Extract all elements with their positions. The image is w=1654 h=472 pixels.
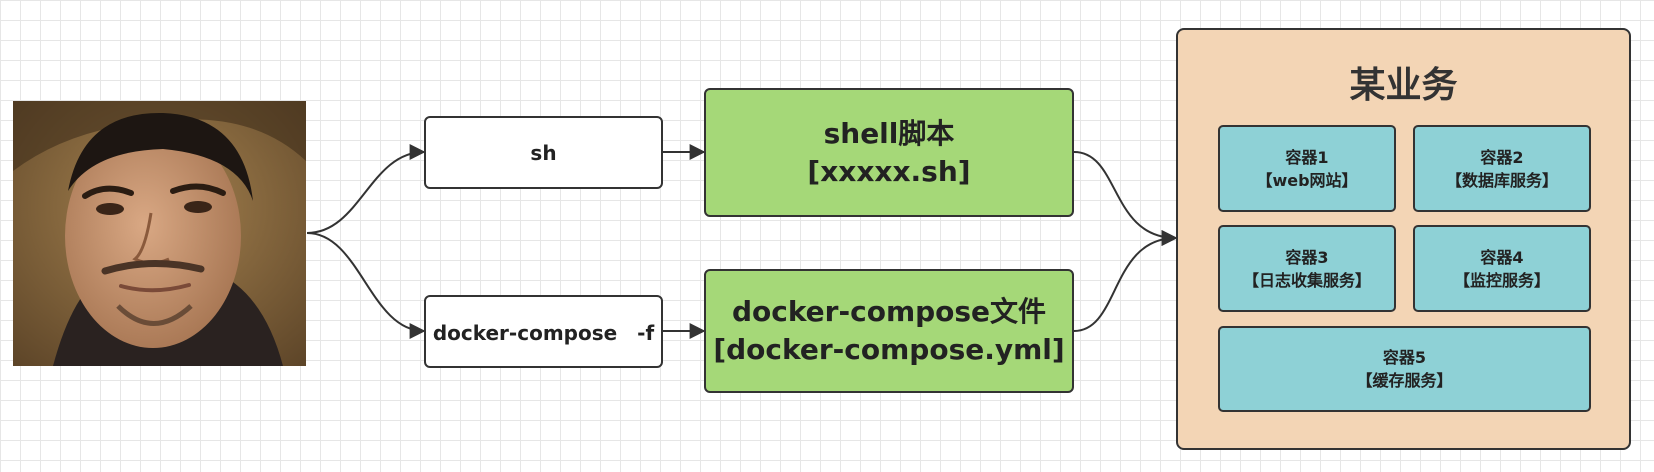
shell-script-title: shell脚本 — [823, 116, 955, 150]
edge-file-to-service — [1073, 230, 1178, 332]
edge-shell-to-service — [1073, 151, 1178, 246]
docker-compose-command-label: docker-compose -f — [432, 321, 655, 345]
container-node-1[interactable]: 容器1 【web网站】 — [1218, 125, 1396, 212]
service-title: 某业务 — [1349, 65, 1458, 106]
sh-command-label: sh — [530, 140, 557, 165]
shell-script-node[interactable]: shell脚本 [xxxxx.sh] — [704, 88, 1074, 217]
edge-photo-to-sh — [306, 144, 426, 234]
docker-compose-command-node[interactable]: docker-compose -f — [424, 295, 663, 368]
container-node-3[interactable]: 容器3 【日志收集服务】 — [1218, 225, 1396, 312]
container-name: 容器4 — [1480, 247, 1524, 267]
container-role: 【日志收集服务】 — [1242, 270, 1371, 290]
container-role: 【监控服务】 — [1453, 270, 1550, 290]
container-name: 容器5 — [1382, 348, 1427, 367]
container-node-5[interactable]: 容器5 【缓存服务】 — [1218, 326, 1591, 412]
container-role: 【web网站】 — [1256, 170, 1358, 190]
container-node-2[interactable]: 容器2 【数据库服务】 — [1413, 125, 1591, 212]
container-name: 容器3 — [1285, 247, 1329, 267]
container-name: 容器2 — [1480, 147, 1524, 167]
shell-script-filename: [xxxxx.sh] — [807, 154, 971, 188]
docker-compose-file-filename: [docker-compose.yml] — [713, 333, 1065, 366]
container-node-4[interactable]: 容器4 【监控服务】 — [1413, 225, 1591, 312]
container-name: 容器1 — [1285, 147, 1329, 167]
edge-photo-to-compose — [306, 232, 426, 339]
docker-compose-file-node[interactable]: docker-compose文件 [docker-compose.yml] — [704, 269, 1074, 393]
person-photo — [13, 101, 306, 366]
container-role: 【缓存服务】 — [1356, 371, 1453, 390]
docker-compose-file-title: docker-compose文件 — [731, 295, 1047, 328]
container-role: 【数据库服务】 — [1445, 170, 1558, 190]
sh-command-node[interactable]: sh — [424, 116, 663, 189]
